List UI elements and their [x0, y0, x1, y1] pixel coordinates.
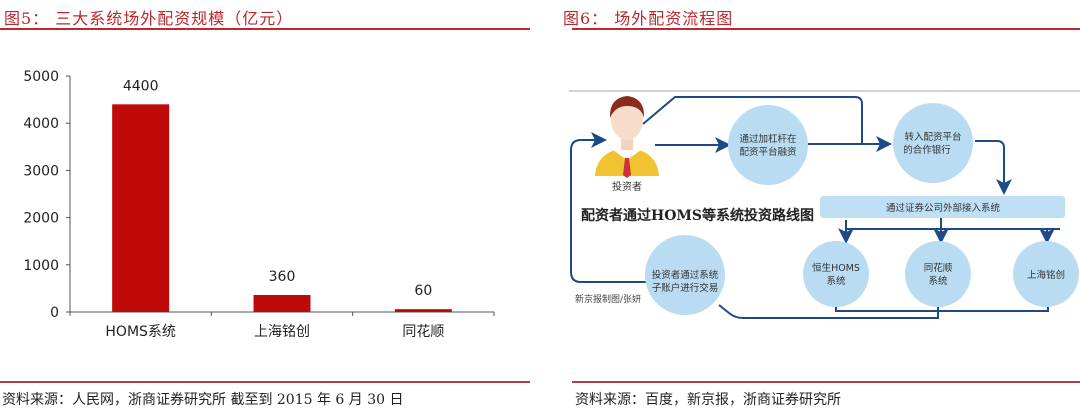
x-category-label: HOMS系统: [105, 324, 176, 340]
bar-data-label: 360: [269, 269, 296, 285]
node-bank-line2: 的合作银行: [903, 144, 951, 156]
node-bank-line1: 转入配资平台: [904, 131, 961, 143]
title-divider: [0, 28, 530, 30]
node-homs-line2: 系统: [826, 275, 846, 287]
node-ths-line2: 系统: [928, 275, 948, 287]
node-leverage: [728, 105, 808, 185]
node-ths-line1: 同花顺: [924, 262, 953, 274]
node-trade-line2: 子账户进行交易: [652, 282, 719, 294]
bar: [394, 309, 452, 312]
title-divider: [572, 28, 1080, 30]
bar: [253, 295, 311, 312]
node-trade-line1: 投资者通过系统: [652, 269, 719, 281]
bar: [112, 104, 170, 312]
arrow-bank-to-broker: [975, 140, 1012, 195]
y-tick-label: 2000: [23, 211, 59, 227]
bar-data-label: 60: [414, 283, 432, 299]
diagram-credit: 新京报制图/张妍: [575, 293, 641, 305]
node-homs: [803, 241, 869, 307]
node-mingchuang-label: 上海铭创: [1027, 269, 1065, 281]
investor-icon: [595, 96, 659, 178]
investor-label: 投资者: [612, 180, 642, 193]
source-divider: [572, 381, 1080, 383]
node-leverage-line1: 通过加杠杆在: [739, 133, 796, 145]
broker-bar-label: 通过证券公司外部接入系统: [886, 202, 1001, 214]
source-divider: [0, 381, 530, 383]
figure6-panel: 图6： 场外配资流程图: [555, 0, 1080, 412]
y-tick-label: 0: [50, 305, 59, 321]
node-homs-line1: 恒生HOMS: [812, 262, 860, 274]
node-mingchuang: [1013, 241, 1079, 307]
figure5-panel: 图5： 三大系统场外配资规模（亿元） 0 1000 2000 3000 4000 5000…: [0, 0, 535, 412]
y-tick-label: 4000: [23, 116, 59, 132]
x-category-label: 同花顺: [402, 324, 444, 340]
node-trade: [645, 235, 725, 315]
flow-diagram: 投资者 通过加杠杆在 配资平台融资 转入配资平台 的合作银行 通过证券公司外部接…: [569, 90, 1080, 319]
connector-top-loop: [642, 96, 863, 144]
node-ths: [905, 241, 971, 307]
figure5-source: 资料来源：人民网，浙商证券研究所 截至到 2015 年 6 月 30 日: [2, 392, 404, 408]
figure5-title: 图5： 三大系统场外配资规模（亿元）: [4, 9, 294, 28]
node-leverage-line2: 配资平台融资: [739, 146, 797, 158]
arrow-trade-to-investor: [570, 132, 650, 283]
y-tick-label: 3000: [23, 163, 59, 179]
figure6-source: 资料来源：百度，新京报，浙商证券研究所: [575, 392, 841, 408]
connector-to-trade: [718, 297, 939, 319]
y-tick-label: 1000: [23, 258, 59, 274]
diagram-heading: 配资者通过HOMS等系统投资路线图: [581, 207, 814, 224]
x-category-label: 上海铭创: [254, 324, 310, 340]
figure6-title: 图6： 场外配资流程图: [563, 9, 734, 28]
bar-data-label: 4400: [123, 78, 159, 94]
broker-bar: [820, 196, 1065, 218]
connector-branch: [845, 220, 1060, 230]
y-tick-label: 5000: [23, 69, 59, 85]
node-bank: [893, 103, 973, 183]
